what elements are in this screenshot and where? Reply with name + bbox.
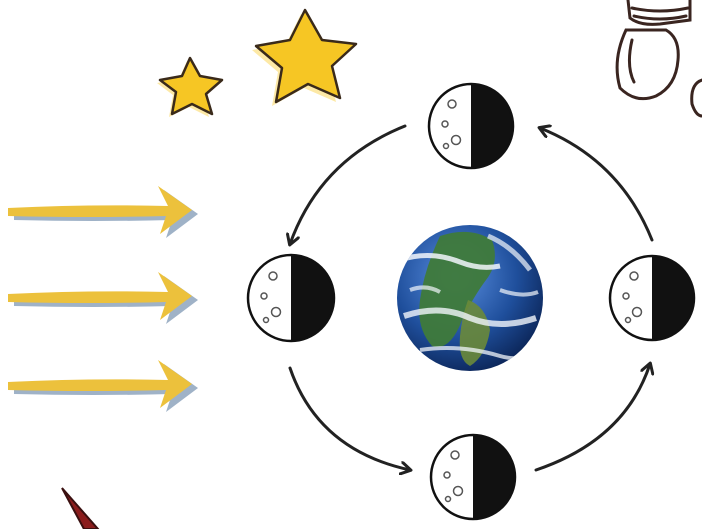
sun-ray-arrow-icon xyxy=(8,272,198,324)
moon-phase-icon xyxy=(429,84,513,168)
orbit-arrow-left-to-bottom xyxy=(290,368,410,470)
star-icon xyxy=(157,58,222,117)
sun-ray-arrow-icon xyxy=(8,360,198,412)
sun-ray-arrow-icon xyxy=(8,186,198,238)
earth-icon xyxy=(397,225,543,371)
star-icon xyxy=(252,10,356,106)
rocket-tip-sketch xyxy=(62,488,98,529)
moon-phase-icon xyxy=(431,435,515,519)
orbit-arrow-bottom-to-right xyxy=(536,364,650,470)
moon-phase-icon xyxy=(248,255,334,341)
moon-phase-icon xyxy=(610,256,694,340)
orbit-arrow-top-to-left xyxy=(290,126,405,244)
astronaut-boot-sketch xyxy=(617,0,702,116)
orbit-arrow-right-to-top xyxy=(540,128,652,240)
